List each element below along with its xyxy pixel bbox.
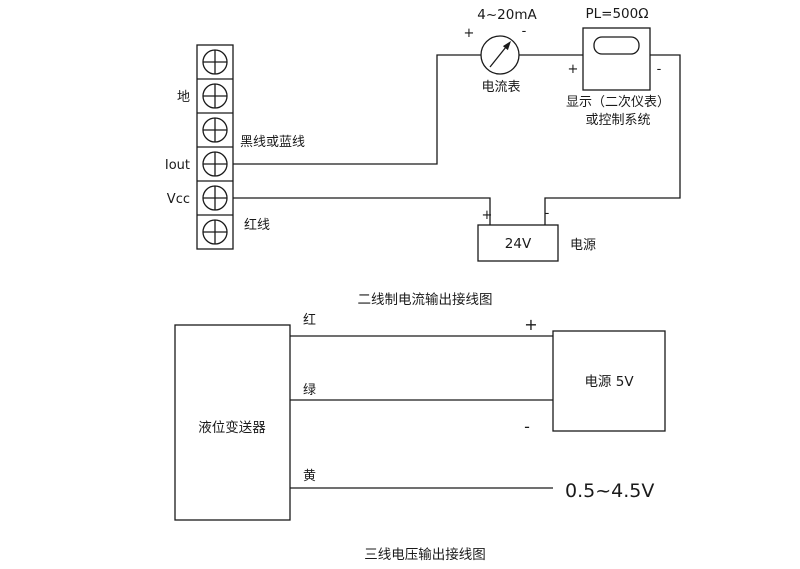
load-display-window: [593, 36, 640, 55]
output-voltage-label: 0.5~4.5V: [565, 480, 654, 502]
terminal-label-iout: Iout: [165, 158, 190, 173]
terminal-screw-icon: [202, 117, 228, 143]
ammeter-name-label: 电流表: [481, 80, 520, 95]
terminal-block: [196, 44, 234, 250]
terminal-screw-icon: [202, 151, 228, 177]
load-box: [582, 27, 651, 91]
power-24v-name-label: 电源: [570, 238, 596, 253]
load-to-power-wire: [544, 54, 681, 225]
terminal-label-ground: 地: [177, 90, 190, 105]
ammeter-range-label: 4~20mA: [477, 7, 537, 23]
ammeter-needle-arrow-icon: [502, 41, 511, 51]
power-24v-plus-sign: +: [482, 208, 493, 223]
power-5v-label: 电源 5V: [584, 374, 634, 390]
load-desc-line1: 显示（二次仪表）: [566, 94, 670, 110]
terminal-screw-icon: [202, 185, 228, 211]
transmitter-label: 液位变送器: [198, 420, 266, 436]
output-minus-sign: -: [524, 417, 530, 436]
load-plus-sign: +: [568, 62, 579, 77]
power-5v-box: [552, 330, 666, 432]
power-24v-box: [477, 224, 559, 262]
iout-wire: [233, 54, 481, 165]
terminal-screw-icon: [202, 83, 228, 109]
power-24v-minus-sign: -: [545, 206, 550, 221]
diagram1-caption: 二线制电流输出接线图: [358, 291, 493, 308]
wire-label-red: 红线: [244, 217, 270, 233]
ammeter-plus-sign: +: [464, 26, 475, 41]
two-wire-diagram: 地 Iout Vcc 黑线或蓝线 红线 4~20mA + - 电流表 PL=50…: [165, 6, 681, 308]
power-24v-label: 24V: [505, 236, 532, 252]
output-plus-sign: +: [524, 315, 537, 334]
green-wire-label: 绿: [303, 383, 316, 398]
ammeter-minus-sign: -: [522, 24, 527, 39]
load-minus-sign: -: [657, 62, 662, 77]
load-desc-line2: 或控制系统: [585, 113, 650, 128]
wire-label-black-or-blue: 黑线或蓝线: [240, 135, 305, 150]
load-title-label: PL=500Ω: [585, 6, 648, 22]
terminal-screw-icon: [202, 49, 228, 75]
three-wire-diagram: 液位变送器 红 + 电源 5V 绿 - 黄 0.5~4.5V 三线电压输出接线图: [174, 312, 666, 563]
diagram2-caption: 三线电压输出接线图: [364, 546, 486, 563]
terminal-screw-icon: [202, 219, 228, 245]
transmitter-box: [174, 324, 291, 521]
vcc-wire: [233, 197, 491, 225]
ammeter-needle-icon: [489, 46, 507, 68]
terminal-label-vcc: Vcc: [167, 192, 190, 207]
yellow-wire-label: 黄: [303, 469, 316, 484]
red-wire-label: 红: [303, 312, 316, 328]
ammeter-icon: [480, 35, 520, 75]
